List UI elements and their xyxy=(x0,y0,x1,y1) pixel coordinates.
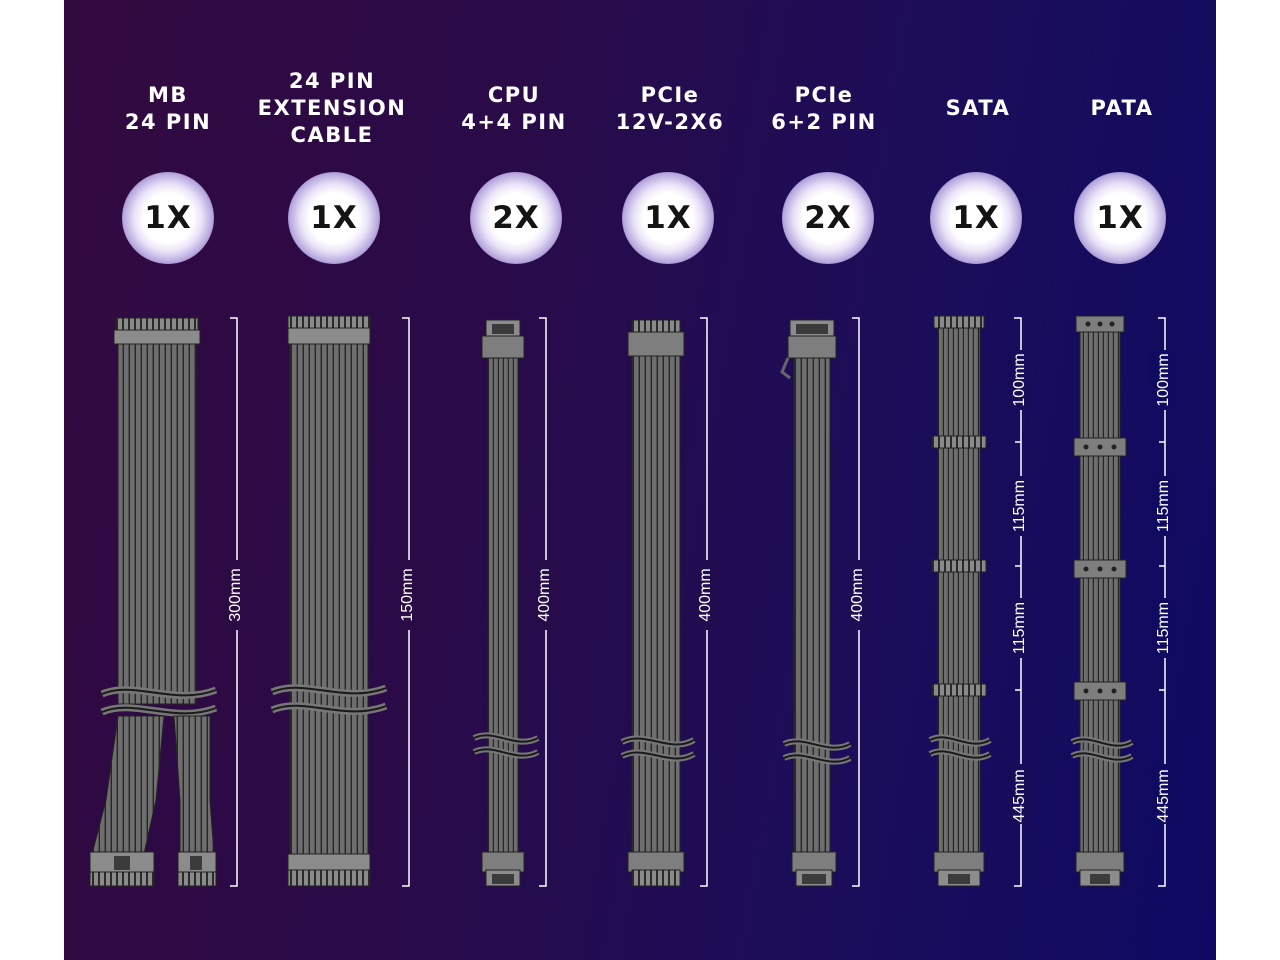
dimension-ext24: 150mm xyxy=(396,317,422,887)
title-pcie12v: PCIe 12V-2X6 xyxy=(616,82,725,136)
length-label: 115mm xyxy=(1011,602,1028,654)
cable-pcie62 xyxy=(780,319,852,887)
quantity-badge-sata: 1X xyxy=(930,172,1022,264)
length-label: 150mm xyxy=(399,568,416,621)
length-label: 115mm xyxy=(1155,602,1172,654)
title-pcie62: PCIe 6+2 PIN xyxy=(771,82,876,136)
cable-spec-panel: MB 24 PIN 24 PIN EXTENSION CABLE CPU 4+4… xyxy=(64,0,1216,960)
title-line: SATA xyxy=(945,96,1011,120)
cable-pata xyxy=(1070,315,1134,887)
length-label: 100mm xyxy=(1011,353,1028,406)
title-mb24: MB 24 PIN xyxy=(125,82,211,136)
quantity-badge-pcie62: 2X xyxy=(782,172,874,264)
title-line: PATA xyxy=(1090,96,1154,120)
title-line: PCIe xyxy=(640,83,700,107)
dimension-sata: 100mm 115mm 115mm 445mm xyxy=(1006,317,1030,887)
title-line: CABLE xyxy=(290,123,374,147)
dimension-cpu: 400mm xyxy=(533,317,559,887)
cable-cpu xyxy=(472,319,540,887)
quantity-badge-ext24: 1X xyxy=(288,172,380,264)
title-sata: SATA xyxy=(946,95,1011,122)
length-label: 400mm xyxy=(849,568,866,621)
cable-mb24 xyxy=(89,317,218,887)
title-line: EXTENSION xyxy=(257,96,407,120)
title-line: 12V-2X6 xyxy=(615,110,725,134)
dimension-mb24: 300mm xyxy=(224,317,250,887)
quantity-badge-pata: 1X xyxy=(1074,172,1166,264)
cable-ext24 xyxy=(270,315,388,887)
title-line: 4+4 PIN xyxy=(461,110,567,134)
length-label: 100mm xyxy=(1155,353,1172,406)
dimension-pcie12v: 400mm xyxy=(694,317,720,887)
title-line: 24 PIN xyxy=(124,110,212,134)
length-label: 400mm xyxy=(697,568,714,621)
length-label: 115mm xyxy=(1155,480,1172,532)
dimension-pata: 100mm 115mm 115mm 445mm xyxy=(1150,317,1174,887)
title-line: CPU xyxy=(487,83,541,107)
cable-pcie12v xyxy=(620,319,696,887)
length-label: 300mm xyxy=(227,568,244,621)
title-pata: PATA xyxy=(1090,95,1153,122)
length-label: 400mm xyxy=(536,568,553,621)
cable-illustrations: 300mm 150mm xyxy=(89,315,1174,887)
length-label: 445mm xyxy=(1155,769,1172,822)
quantity-badge-cpu: 2X xyxy=(470,172,562,264)
length-label: 445mm xyxy=(1011,769,1028,822)
cable-sata xyxy=(928,315,992,887)
length-label: 115mm xyxy=(1011,480,1028,532)
quantity-badge-mb24: 1X xyxy=(122,172,214,264)
title-cpu: CPU 4+4 PIN xyxy=(461,82,566,136)
title-line: PCIe xyxy=(794,83,854,107)
dimension-pcie62: 400mm xyxy=(846,317,872,887)
title-ext24: 24 PIN EXTENSION CABLE xyxy=(258,68,407,149)
title-line: 24 PIN xyxy=(288,69,376,93)
title-line: 6+2 PIN xyxy=(771,110,877,134)
quantity-badge-pcie12v: 1X xyxy=(622,172,714,264)
title-line: MB xyxy=(148,83,188,107)
